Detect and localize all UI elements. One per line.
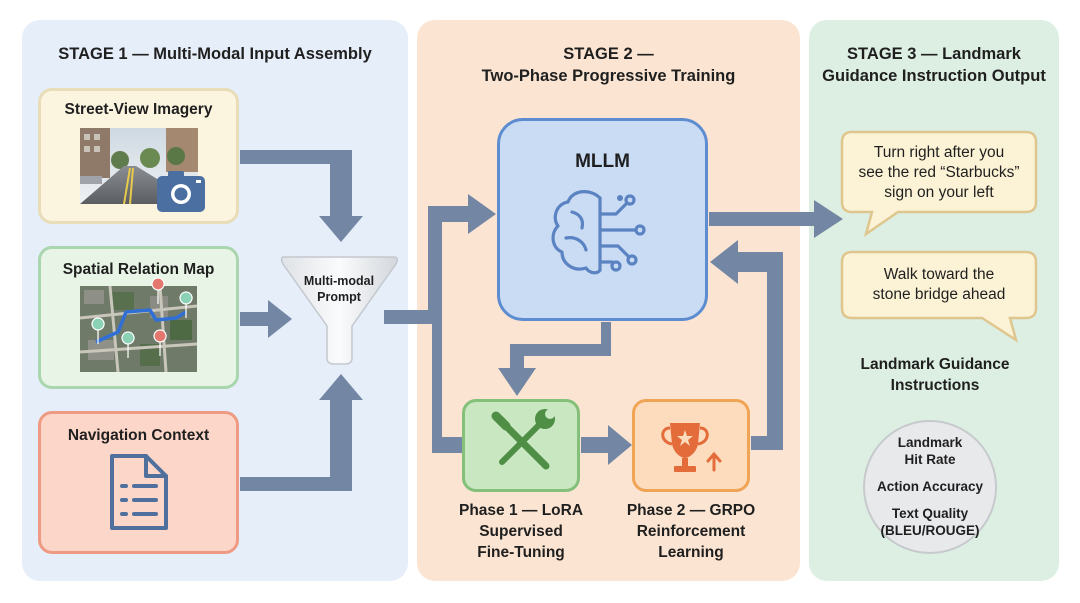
- metric-action-accuracy: Action Accuracy: [876, 479, 984, 494]
- arrow-nav-to-funnel: [240, 374, 363, 491]
- instruction-1-line3: sign on your left: [884, 184, 994, 201]
- arrow-mllm-to-phase1: [498, 322, 611, 396]
- phase1-line1: Phase 1 — LoRA: [458, 502, 584, 519]
- instruction-bubble-1: [840, 130, 1038, 237]
- stage3-title-line2: Guidance Instruction Output: [822, 67, 1046, 85]
- tools-icon: [491, 409, 555, 470]
- instruction-2-text: Walk toward the stone bridge ahead: [842, 265, 1036, 305]
- phase2-line3: Learning: [658, 544, 724, 561]
- nav-context-card: Navigation Context: [38, 411, 239, 554]
- phase1-line3: Fine-Tuning: [477, 544, 565, 561]
- prompt-label-line1: Multi-modal: [304, 274, 374, 288]
- instruction-2-line1: Walk toward the: [883, 266, 995, 283]
- stage3-title: STAGE 3 — Landmark Guidance Instruction …: [809, 43, 1059, 87]
- metric-hit-rate: Landmark Hit Rate: [867, 434, 993, 468]
- metrics-circle: [863, 420, 997, 554]
- trophy-icon: [661, 423, 722, 472]
- instruction-bubble-2: [840, 250, 1038, 343]
- phase1-line2: Supervised: [479, 523, 563, 540]
- arrow-map-to-funnel: [240, 300, 292, 338]
- arrow-phase1-to-phase2: [581, 425, 632, 465]
- stage2-title-line1: STAGE 2 —: [563, 45, 654, 63]
- stage3-title-line1: STAGE 3 — Landmark: [847, 45, 1021, 63]
- instruction-2-line2: stone bridge ahead: [872, 286, 1006, 303]
- pin-icon: [91, 277, 193, 359]
- metric-text-quality-line1: Text Quality: [891, 506, 969, 521]
- metric-text-quality-line2: (BLEU/ROUGE): [880, 523, 980, 538]
- funnel-icon: [280, 256, 399, 365]
- arrow-phase2-to-mllm: [710, 240, 783, 450]
- instruction-1-line1: Turn right after you: [873, 144, 1005, 161]
- brain-circuit-icon: [551, 190, 646, 275]
- nav-context-title: Navigation Context: [67, 427, 210, 444]
- document-icon: [110, 454, 168, 530]
- metric-hit-rate-line1: Landmark: [897, 435, 963, 450]
- phase2-line1: Phase 2 — GRPO: [626, 502, 756, 519]
- stage1-title: STAGE 1 — Multi-Modal Input Assembly: [58, 45, 372, 63]
- output-label: Landmark Guidance Instructions: [830, 354, 1040, 396]
- stage2-title-line2: Two-Phase Progressive Training: [481, 67, 736, 85]
- prompt-label-line2: Prompt: [317, 290, 362, 304]
- phase1-label: Phase 1 — LoRA Supervised Fine-Tuning: [438, 500, 604, 563]
- metric-text-quality: Text Quality (BLEU/ROUGE): [867, 505, 993, 539]
- instruction-1-text: Turn right after you see the red “Starbu…: [842, 143, 1036, 203]
- flow-arrows: [240, 150, 843, 491]
- arrow-street-to-funnel: [240, 150, 363, 242]
- spatial-map-title: Spatial Relation Map: [62, 261, 215, 278]
- stage2-title: STAGE 2 — Two-Phase Progressive Training: [417, 43, 800, 87]
- camera-icon: [157, 171, 205, 212]
- phase2-line2: Reinforcement: [636, 523, 746, 540]
- output-label-line2: Instructions: [890, 377, 980, 394]
- arrow-mllm-to-output: [709, 200, 843, 238]
- output-label-line1: Landmark Guidance: [860, 356, 1010, 373]
- arrow-funnel-to-phase1: [432, 437, 462, 453]
- spatial-map-image: [79, 277, 198, 373]
- instruction-1-line2: see the red “Starbucks”: [858, 164, 1020, 181]
- mllm-title: MLLM: [575, 151, 630, 172]
- metric-hit-rate-line2: Hit Rate: [904, 452, 956, 467]
- phase2-label: Phase 2 — GRPO Reinforcement Learning: [608, 500, 774, 563]
- arrow-funnel-to-mllm: [384, 194, 496, 445]
- street-view-title: Street-View Imagery: [64, 101, 213, 118]
- mllm-card: MLLM: [497, 118, 708, 321]
